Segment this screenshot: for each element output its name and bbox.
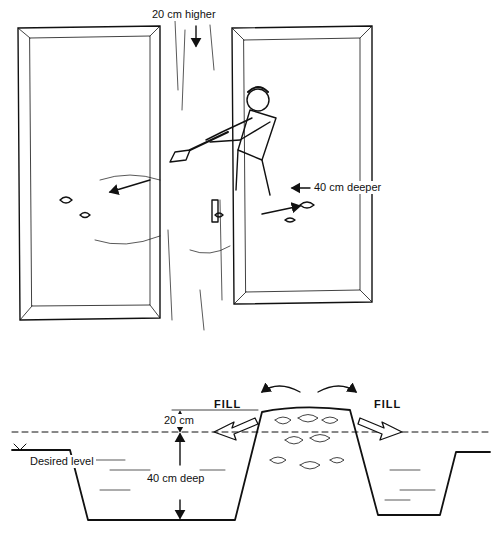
dimension-label: 40 cm deep [145, 472, 206, 485]
fill-label: FILL [212, 398, 243, 411]
dimension-label: 40 cm deeper [312, 181, 383, 194]
dimension-label: 20 cm [162, 414, 196, 427]
dimension-label: Desired level [28, 455, 96, 468]
fill-label: FILL [372, 398, 403, 411]
dimension-label: 20 cm higher [150, 8, 218, 21]
